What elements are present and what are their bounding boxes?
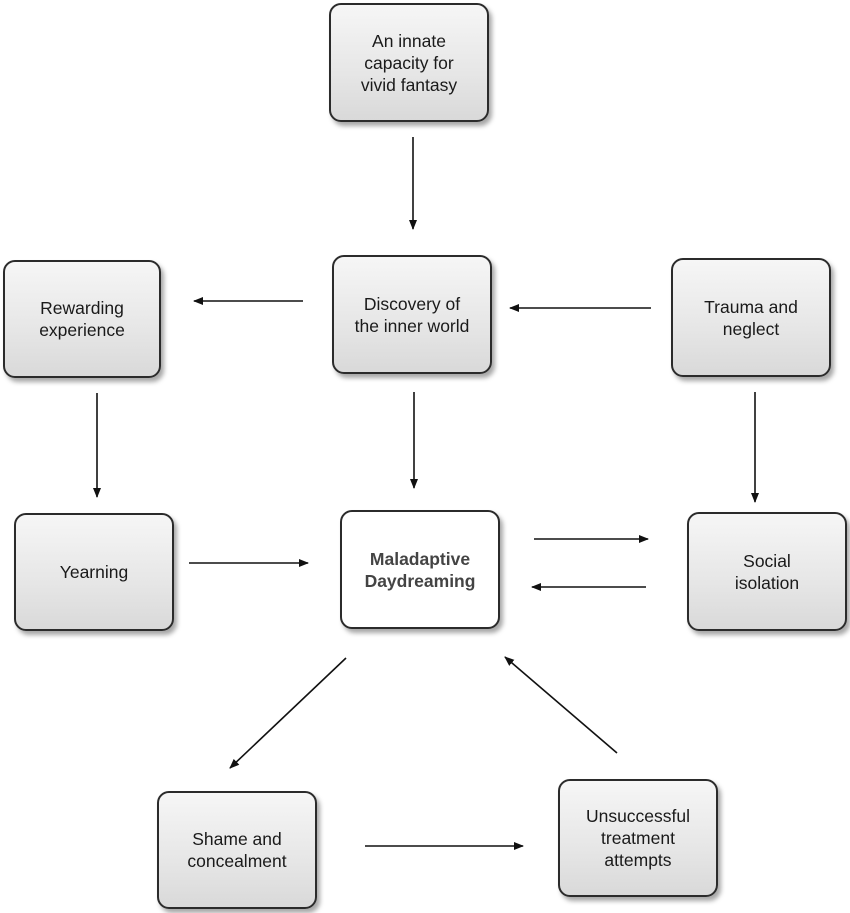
node-label-line: concealment	[187, 851, 287, 871]
node-unsuccessful-treatment: Unsuccessful treatment attempts	[558, 779, 718, 897]
arrow-treatment-to-central	[504, 656, 618, 754]
node-label-line: Yearning	[59, 562, 129, 582]
node-label-line: Trauma and	[704, 296, 798, 317]
node-maladaptive-daydreaming: Maladaptive Daydreaming	[340, 510, 500, 629]
node-innate-capacity: An innate capacity for vivid fantasy	[329, 3, 489, 122]
node-label-line: Social	[743, 550, 791, 571]
node-shame-concealment: Shame and concealment	[157, 791, 317, 909]
node-label-line: attempts	[604, 850, 672, 870]
node-label-line: Shame and	[192, 829, 282, 849]
node-label-line: Maladaptive	[369, 548, 471, 569]
node-trauma-neglect: Trauma and neglect	[671, 258, 831, 377]
node-social-isolation: Social isolation	[687, 512, 847, 631]
node-label-line: vivid fantasy	[360, 74, 458, 95]
node-label-line: An innate	[372, 30, 446, 51]
node-label-line: capacity for	[364, 52, 454, 73]
node-label-line: isolation	[734, 572, 800, 593]
node-label-line: the inner world	[354, 315, 470, 336]
arrow-central-to-shame	[229, 657, 347, 769]
node-label-line: experience	[39, 320, 125, 340]
node-discovery-inner-world: Discovery of the inner world	[332, 255, 492, 374]
node-label-line: Rewarding	[40, 298, 124, 318]
node-label-line: treatment	[601, 828, 675, 848]
node-yearning: Yearning	[14, 513, 174, 631]
node-label-line: Daydreaming	[364, 570, 476, 591]
node-rewarding-experience: Rewarding experience	[3, 260, 161, 378]
node-label-line: Unsuccessful	[585, 806, 691, 826]
node-label-line: neglect	[722, 318, 780, 339]
node-label-line: Discovery of	[363, 293, 461, 314]
